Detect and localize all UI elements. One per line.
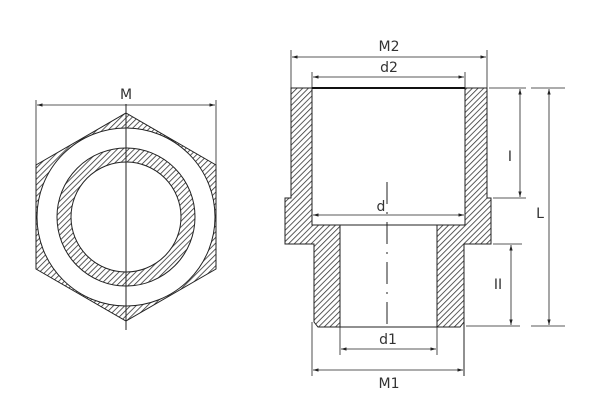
label-d1: d1 [379, 332, 397, 348]
label-l: I [508, 149, 512, 165]
pipe-ring [56, 147, 196, 287]
label-L: L [536, 206, 544, 222]
section-view: M2 d2 d d1 M1 I II L [284, 39, 565, 392]
label-ll: II [494, 277, 502, 293]
label-m: M [120, 87, 132, 103]
label-m1: M1 [379, 376, 400, 392]
label-d2: d2 [380, 60, 398, 76]
label-d: d [377, 199, 386, 215]
hex-end-view: M [35, 87, 217, 330]
right-wall-section [436, 87, 492, 328]
label-m2: M2 [379, 39, 400, 55]
left-wall-section [284, 87, 341, 328]
